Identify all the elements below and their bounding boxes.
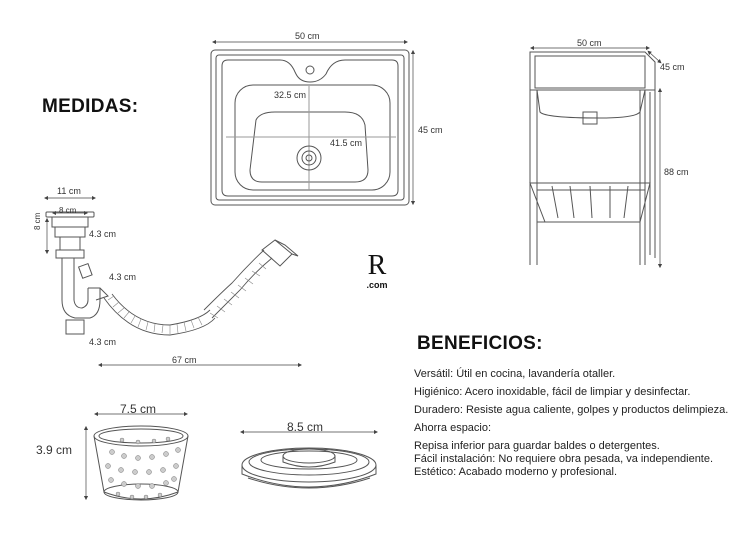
- benefit-label: Duradero:: [414, 404, 463, 416]
- benefit-label: Fácil instalación:: [414, 453, 496, 465]
- stand-height-label: 88 cm: [664, 167, 689, 177]
- benefit-text: Útil en cocina, lavandería otaller.: [453, 368, 616, 380]
- benefit-label: Estético:: [414, 466, 457, 478]
- strainer-basket: [93, 425, 189, 501]
- benefit-item: Repisa inferior para guardar baldes o de…: [414, 440, 746, 453]
- benefit-label: Versátil:: [414, 368, 454, 380]
- stopper-width-label: 8.5 cm: [287, 420, 324, 434]
- strainer-height-label: 3.9 cm: [36, 443, 73, 457]
- benefits-heading: BENEFICIOS:: [417, 333, 543, 354]
- benefit-text: Resiste agua caliente, golpes y producto…: [462, 404, 729, 416]
- benefit-item: Ahorra espacio:: [414, 422, 746, 435]
- drain-pipe-b-label: 4.3 cm: [109, 272, 137, 282]
- brand-logo-letter: R: [367, 250, 387, 281]
- benefit-label: Ahorra espacio:: [414, 422, 492, 434]
- sink-height-label: 45 cm: [418, 125, 443, 135]
- benefit-item: Higiénico: Acero inoxidable, fácil de li…: [414, 386, 746, 399]
- benefit-item: Versátil: Útil en cocina, lavandería ota…: [414, 368, 746, 381]
- basin-width-label: 32.5 cm: [274, 90, 307, 100]
- benefit-label: Higiénico:: [414, 386, 463, 398]
- drain-pipe-a-label: 4.3 cm: [89, 229, 117, 239]
- sink-dimension-lines: [211, 39, 416, 206]
- measures-heading: MEDIDAS:: [42, 96, 139, 117]
- benefit-item: Duradero: Resiste agua caliente, golpes …: [414, 404, 746, 417]
- drain-side-label: 8 cm: [33, 212, 42, 230]
- benefit-text: Acero inoxidable, fácil de limpiar y des…: [462, 386, 691, 398]
- sink-stand-view: [529, 51, 656, 265]
- sink-stopper: [241, 447, 377, 489]
- drain-dimension-lines: [43, 195, 303, 368]
- brand-logo: R .com: [361, 250, 393, 291]
- benefit-text: Acabado moderno y profesional.: [456, 466, 618, 478]
- benefit-text: No requiere obra pesada, va independient…: [495, 453, 714, 465]
- strainer-width-label: 7.5 cm: [120, 402, 157, 416]
- strainer-dimension-lines: [83, 411, 189, 501]
- benefit-text: Repisa inferior para guardar baldes o de…: [414, 440, 660, 452]
- brand-logo-suffix: .com: [366, 280, 388, 290]
- sink-width-label: 50 cm: [295, 31, 320, 41]
- drain-top-label: 11 cm: [57, 186, 81, 196]
- drain-assembly: [45, 211, 299, 336]
- benefit-item: Estético: Acabado moderno y profesional.: [414, 466, 746, 479]
- basin-depth-label: 41.5 cm: [330, 138, 363, 148]
- drain-inner-label: 8 cm: [59, 206, 77, 215]
- stand-dimension-lines: [529, 45, 663, 269]
- drain-pipe-c-label: 4.3 cm: [89, 337, 117, 347]
- benefit-item: Fácil instalación: No requiere obra pesa…: [414, 453, 746, 466]
- stand-width-label: 50 cm: [577, 38, 602, 48]
- drain-hose-label: 67 cm: [172, 355, 197, 365]
- sink-top-view: [210, 49, 410, 206]
- benefits-list: Versátil: Útil en cocina, lavandería ota…: [414, 368, 746, 479]
- stand-depth-label: 45 cm: [660, 62, 685, 72]
